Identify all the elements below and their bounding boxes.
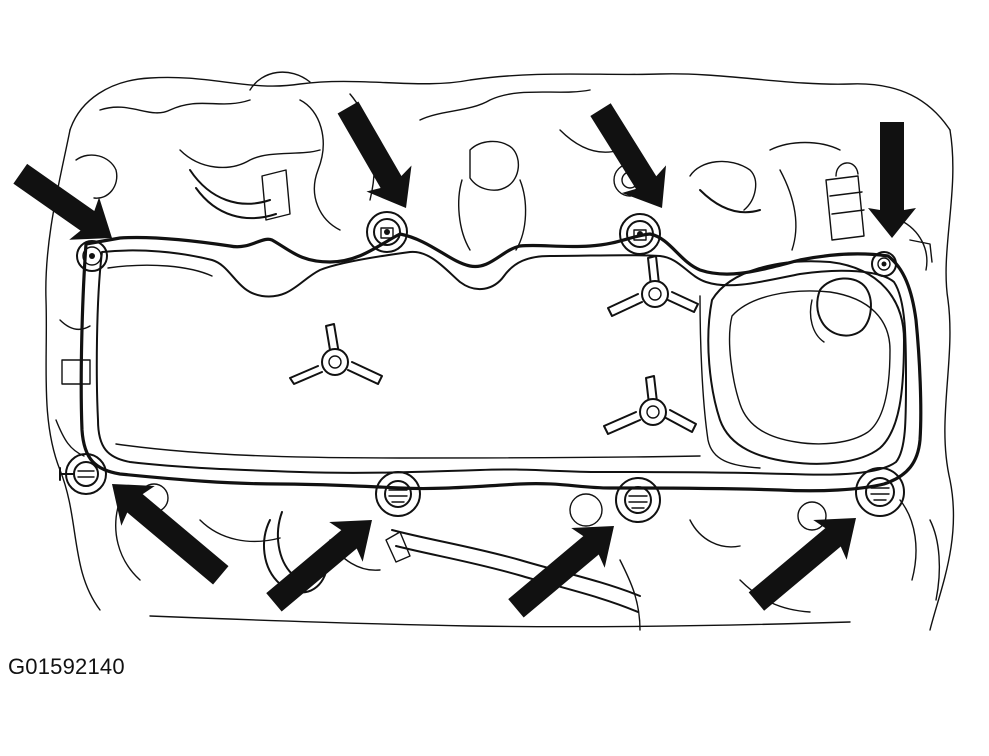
callout-arrow-icon [266,520,372,612]
callout-arrow-icon [13,163,112,240]
flange-bolt-icon [871,251,897,277]
locator-spoke-upper-right [607,255,699,317]
flange-bolt-icon [76,240,108,272]
cover-bolts [59,211,905,523]
stud-bolt-icon [855,467,905,517]
callout-arrow-icon [337,101,412,208]
flange-bolt-icon [366,211,408,253]
callout-arrow-icon [508,526,614,618]
stud-bolt-icon [615,477,661,523]
locator-spoke-left [289,323,383,385]
engine-background-linework [45,71,955,631]
valve-cover-illustration [13,71,955,631]
valve-cover-body [95,249,907,476]
callout-arrow-icon [868,122,916,238]
oil-filler-housing [707,260,905,465]
callout-arrow-icon [590,103,667,208]
cover-locator-spokes [289,255,699,435]
stud-bolt-icon [59,453,107,495]
stud-bolt-icon [375,471,421,517]
callout-arrow-icon [112,484,229,585]
locator-spoke-lower-right [603,375,697,435]
valve-cover-gasket-outline [79,232,923,493]
flange-bolt-icon [619,213,661,255]
callout-arrow-icon [748,518,856,611]
callout-arrows [13,101,916,618]
figure-id-label: G01592140 [8,654,125,679]
cover-inner-contour [107,264,701,459]
